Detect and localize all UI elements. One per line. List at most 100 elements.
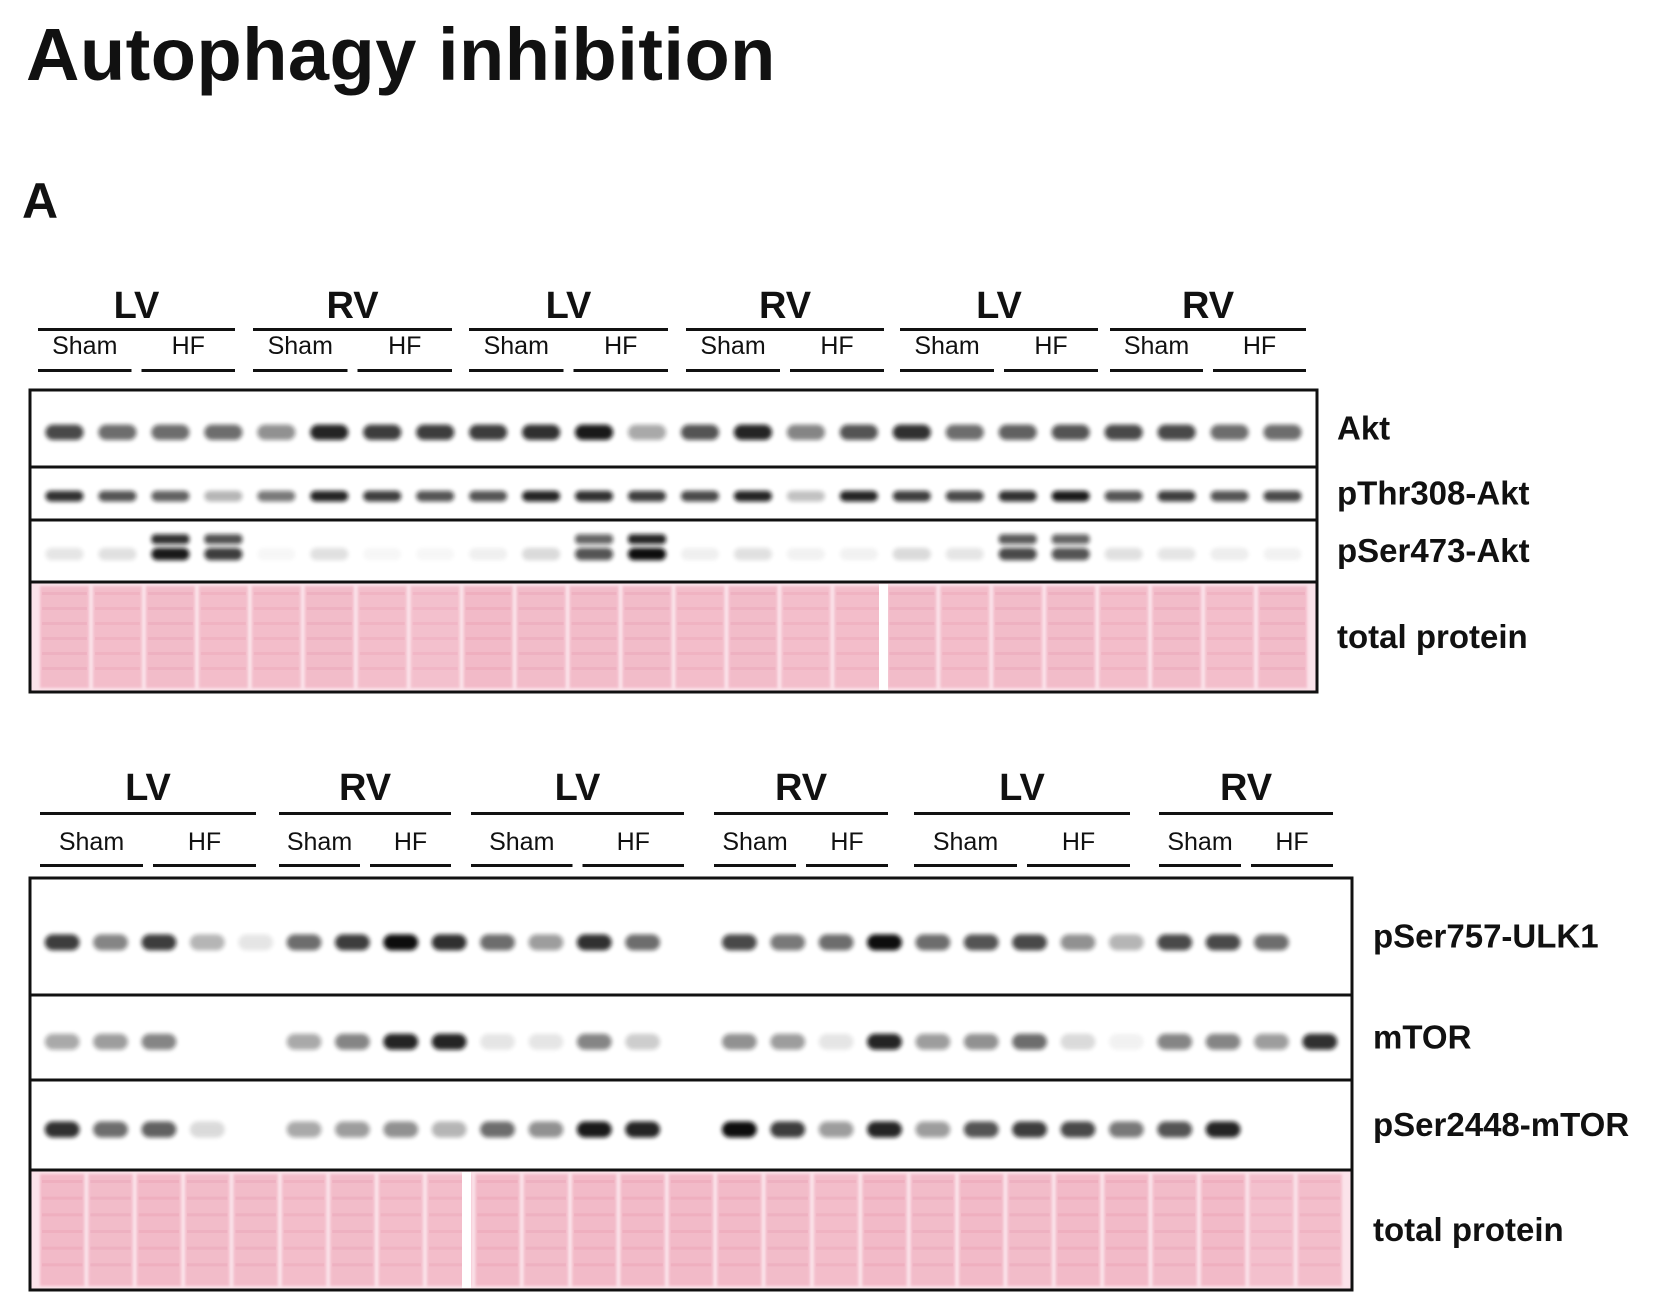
band [915, 934, 951, 951]
stain-lane [765, 1174, 810, 1286]
antibody-label: pThr308-Akt [1337, 475, 1530, 512]
stain-lane [728, 586, 778, 688]
stain-stripe [889, 622, 935, 625]
stain-stripe [1207, 622, 1253, 625]
stain-lane [1258, 586, 1307, 688]
stain-stripe [428, 1196, 470, 1200]
stain-stripe [670, 1230, 712, 1233]
stain-stripe [995, 622, 1041, 625]
band [1205, 1033, 1241, 1050]
band [721, 1033, 757, 1050]
stain-stripe [961, 1196, 1002, 1200]
stain-stripe [1057, 1246, 1099, 1250]
stain-stripe [961, 1246, 1002, 1250]
group-label: LV [125, 767, 171, 809]
band [431, 1033, 467, 1050]
band [151, 490, 190, 502]
band [963, 1033, 999, 1050]
stain-stripe [1202, 1196, 1244, 1200]
group-underline [471, 812, 684, 815]
stain-stripe [942, 667, 988, 670]
band [1263, 490, 1302, 502]
stain-stripe [283, 1246, 325, 1250]
antibody-label: total protein [1373, 1211, 1564, 1248]
stain-stripe [428, 1246, 470, 1250]
stain-stripe [889, 667, 935, 670]
stain-stripe [200, 607, 246, 610]
stain-stripe [767, 1180, 808, 1183]
stain-lane [940, 586, 990, 688]
stain-stripe [783, 622, 829, 625]
stain-stripe [428, 1213, 470, 1217]
stain-stripe [1009, 1263, 1050, 1267]
band [963, 934, 999, 951]
band [1104, 490, 1143, 502]
stain-stripe [428, 1230, 470, 1233]
stain-lane [251, 586, 301, 688]
band [627, 424, 667, 441]
stain-stripe [836, 652, 882, 655]
condition-underline [38, 369, 132, 372]
stain-stripe [1299, 1246, 1340, 1250]
band [1263, 424, 1302, 441]
band [627, 490, 667, 502]
stain-stripe [815, 1263, 857, 1267]
stain-stripe [42, 1213, 83, 1217]
stain-stripe [1251, 1263, 1292, 1267]
group-label: LV [999, 767, 1045, 809]
stain-stripe [147, 637, 193, 640]
stain-stripe [889, 592, 935, 595]
band [469, 547, 508, 561]
condition-underline [471, 864, 573, 867]
band [945, 490, 984, 502]
band [522, 547, 561, 561]
stain-stripe [428, 1180, 470, 1183]
stain-stripe [1057, 1180, 1099, 1183]
stain-stripe [1207, 652, 1253, 655]
condition-label: HF [1275, 828, 1308, 856]
condition-label: HF [172, 332, 205, 360]
stain-stripe [42, 607, 87, 610]
stain-stripe [187, 1213, 228, 1217]
band [204, 490, 243, 502]
band [151, 424, 190, 441]
stain-stripe [359, 622, 405, 625]
band [383, 1033, 419, 1050]
stain-stripe [942, 592, 988, 595]
band [1254, 934, 1289, 951]
stain-stripe [42, 1180, 83, 1183]
stain-stripe [94, 622, 140, 625]
band [257, 548, 295, 560]
stain-lane [717, 1174, 762, 1286]
stain-stripe [571, 637, 617, 640]
stain-stripe [200, 592, 246, 595]
stain-stripe [477, 1263, 518, 1267]
stain-stripe [815, 1246, 857, 1250]
condition-underline [1004, 369, 1098, 372]
row-frame [28, 876, 1354, 997]
stain-stripe [253, 592, 299, 595]
condition-underline [469, 369, 564, 372]
stain-stripe [525, 1213, 567, 1217]
stain-stripe [428, 1263, 470, 1267]
stain-lane [198, 586, 248, 688]
stain-stripe [465, 667, 511, 670]
stain-lane [1205, 586, 1255, 688]
stain-lane [1104, 1174, 1149, 1286]
band [1157, 547, 1196, 561]
group-label: LV [114, 285, 160, 327]
band [1051, 534, 1090, 545]
band [867, 1033, 902, 1050]
blot-row: pSer2448-mTOR [28, 1078, 1629, 1172]
stain-stripe [864, 1263, 905, 1267]
band [786, 424, 825, 441]
stain-stripe [412, 667, 458, 670]
stain-stripe [147, 592, 193, 595]
condition-label: Sham [1124, 332, 1189, 360]
band [1012, 1121, 1048, 1138]
stain-stripe [380, 1246, 421, 1250]
band [1012, 1033, 1048, 1050]
band [257, 424, 296, 441]
stain-stripe [767, 1196, 808, 1200]
band [469, 424, 508, 441]
